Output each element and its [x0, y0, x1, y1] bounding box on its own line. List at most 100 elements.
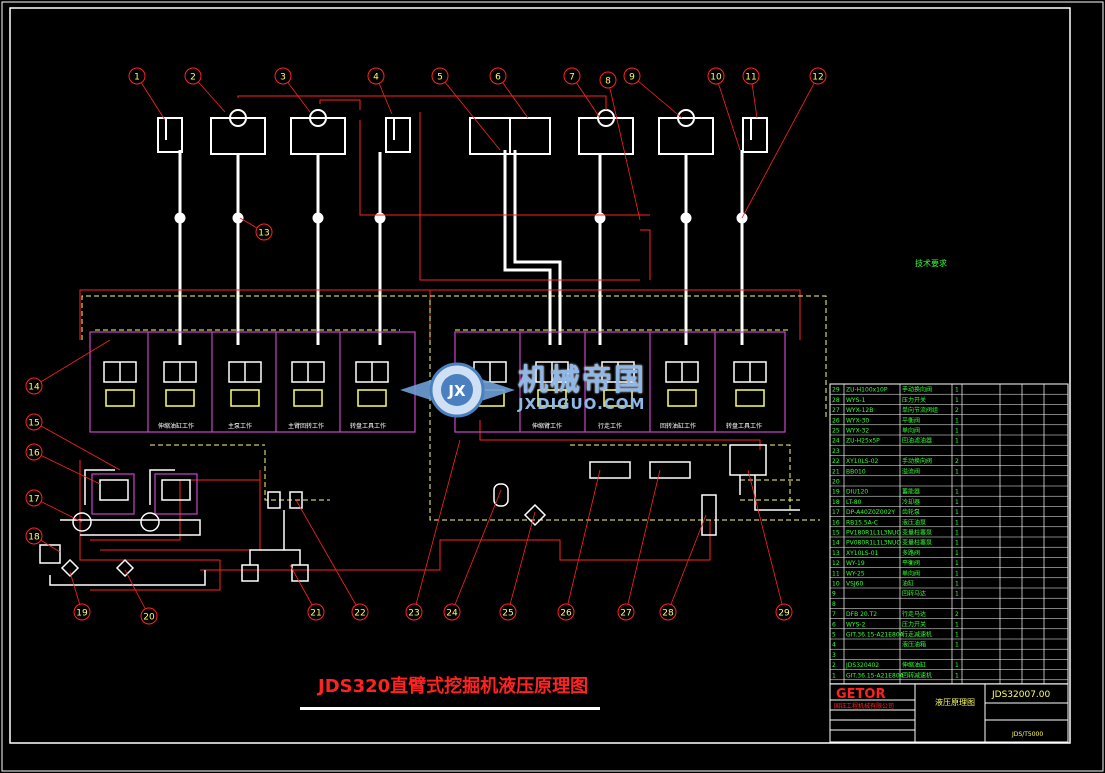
bom-cell: 多路阀 — [902, 549, 920, 557]
callout-balloon: 18 — [25, 527, 43, 545]
callout-balloon: 13 — [255, 223, 273, 241]
junction — [232, 212, 244, 224]
callout-balloon: 12 — [809, 67, 827, 85]
callout-leader — [33, 497, 83, 523]
callout-leader — [607, 79, 641, 221]
bom-cell: RB15.5A-C — [846, 519, 878, 526]
callout-number: 22 — [354, 609, 365, 619]
callout-leader — [295, 499, 361, 613]
valve-spool — [103, 361, 137, 407]
bom-cell: 14 — [832, 540, 840, 547]
bom-cell: XY10LS-02 — [846, 458, 879, 465]
bom-cell: 变量柱塞泵 — [902, 529, 932, 537]
callout-balloon: 28 — [659, 603, 677, 621]
callout-balloon: 2 — [184, 67, 202, 85]
valve-spool — [291, 361, 325, 407]
bom-row: 3 — [832, 652, 836, 659]
bom-cell: 11 — [832, 570, 840, 577]
bom-cell: GIT.36.15-A21E80A — [846, 632, 905, 639]
callout-number: 11 — [745, 73, 756, 83]
bom-cell: 液压油泵 — [902, 518, 926, 526]
junction — [594, 212, 606, 224]
bom-cell: 25 — [832, 428, 840, 435]
bom-cell: 10 — [832, 581, 840, 588]
bom-cell: 冷却器 — [902, 498, 920, 506]
bom-cell: 2 — [955, 407, 959, 414]
bom-cell: 回转减速机 — [902, 671, 932, 679]
bom-cell: 13 — [832, 550, 840, 557]
bom-cell: 23 — [832, 448, 840, 455]
lower-components — [39, 444, 800, 586]
actuator — [290, 109, 346, 155]
bom-row: 20 — [832, 479, 840, 486]
valve-spool — [535, 361, 569, 407]
callout-number: 4 — [373, 73, 379, 83]
callout-number: 6 — [495, 73, 501, 83]
bom-cell: 20 — [832, 479, 840, 486]
title-block — [829, 683, 1069, 743]
bom-cell: 27 — [832, 407, 840, 414]
title-underline — [300, 707, 600, 710]
callout-balloon: 9 — [623, 67, 641, 85]
title-block-ratio: JDS/T5000 — [1011, 731, 1043, 738]
callout-balloon: 16 — [25, 443, 43, 461]
bom-cell: WY-19 — [846, 560, 865, 567]
bom-cell: 1 — [955, 519, 959, 526]
bom-cell: 手动换向阀 — [902, 457, 932, 465]
bom-cell: LT-80 — [846, 499, 862, 506]
bom-cell: 1 — [955, 499, 959, 506]
actuator — [742, 117, 768, 153]
bom-cell: 1 — [955, 662, 959, 669]
bom-cell: 单向节流阀组 — [902, 406, 938, 414]
bom-cell: 溢流阀 — [902, 467, 920, 475]
bom-cell: DP-A40Z0Z002Y — [846, 509, 895, 516]
valve-label-r2: 回转油缸工作 — [660, 422, 696, 430]
valve-labels: 伸缩油缸工作 主泵工作 主臂回转工作 转盘工具工作 伸缩臂工作 行走工作 回转油… — [158, 422, 762, 430]
actuator — [578, 109, 634, 155]
callout-leader — [136, 75, 166, 121]
bom-cell: 1 — [955, 387, 959, 394]
bom-cell: 15 — [832, 530, 840, 537]
bom-cell: ZU-H100x10P — [846, 387, 888, 394]
bom-cell: 4 — [832, 642, 836, 649]
bom-cell: 7 — [832, 611, 836, 618]
valve-spool — [733, 361, 767, 407]
valve-spool — [355, 361, 389, 407]
callout-number: 9 — [629, 73, 635, 83]
callout-balloon: 22 — [351, 603, 369, 621]
callout-balloon: 14 — [25, 377, 43, 395]
callout-leader — [33, 421, 121, 471]
callout-balloon: 6 — [489, 67, 507, 85]
bom-cell: PV080R1L1L3NUO — [846, 540, 901, 547]
callout-number: 14 — [28, 383, 40, 393]
bom-cell: 平衡阀 — [902, 416, 920, 424]
bom-cell: BB010 — [846, 468, 866, 475]
callout-balloon: 24 — [443, 603, 461, 621]
callout-balloon: 11 — [742, 67, 760, 85]
watermark: JX 机械帝国 JXDIGUO.COM — [400, 355, 700, 425]
title-block-drawing-no: JDS32007.00 — [991, 690, 1051, 700]
bom-cell: 28 — [832, 397, 840, 404]
valve-label-r1: 行走工作 — [598, 422, 622, 430]
bom-cell: XY10LS-01 — [846, 550, 879, 557]
callout-number: 3 — [280, 73, 286, 83]
main-pressure-lines — [174, 150, 748, 345]
bom-cell: 1 — [955, 417, 959, 424]
bom-cell: 变量柱塞泵 — [902, 539, 932, 547]
bom-cell: 2 — [955, 458, 959, 465]
bom-cell: 1 — [955, 397, 959, 404]
callout-leader — [565, 469, 601, 613]
